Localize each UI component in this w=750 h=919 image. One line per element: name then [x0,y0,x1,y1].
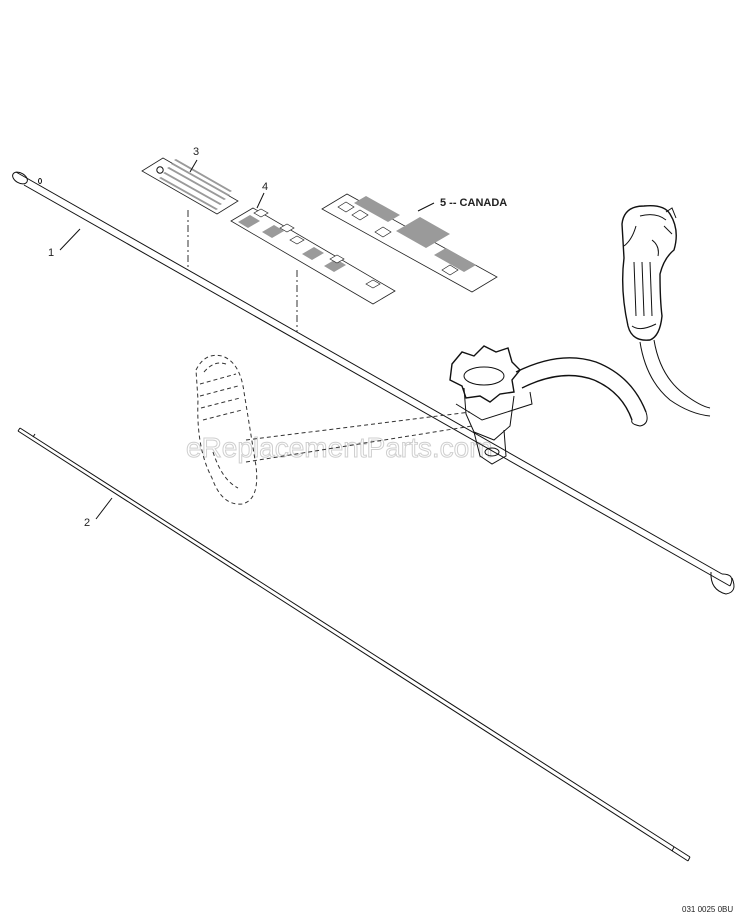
part-1-shaft-tube[interactable] [11,170,735,595]
leader-4 [256,192,265,209]
leader-1 [59,228,81,251]
loop-handle [195,354,473,505]
part-2-drive-cable[interactable] [17,427,691,862]
leader-2 [95,497,113,520]
callout-3: 3 [193,146,199,158]
leader-5 [417,202,435,212]
handle-bar [515,357,648,427]
reference-code: 031 0025 0BU [682,905,733,914]
callout-2: 2 [84,517,90,529]
callout-5: 5 -- CANADA [440,197,507,209]
part-3-decal[interactable] [141,157,239,215]
leader-3 [189,159,198,173]
part-4-decal[interactable] [230,207,396,305]
part-5-decal-canada[interactable] [321,193,498,293]
throttle-grip[interactable] [621,204,677,341]
callout-4: 4 [262,181,268,193]
callout-1: 1 [48,247,54,259]
clamp-knob[interactable] [449,345,533,465]
throttle-cable [639,339,711,417]
